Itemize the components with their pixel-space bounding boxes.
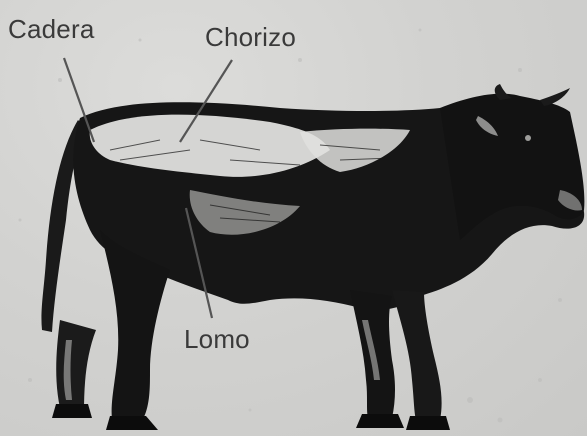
chorizo-label: Chorizo [205,22,296,53]
bull-body [41,84,584,430]
lomo-label: Lomo [184,324,250,355]
cadera-label: Cadera [8,14,94,45]
